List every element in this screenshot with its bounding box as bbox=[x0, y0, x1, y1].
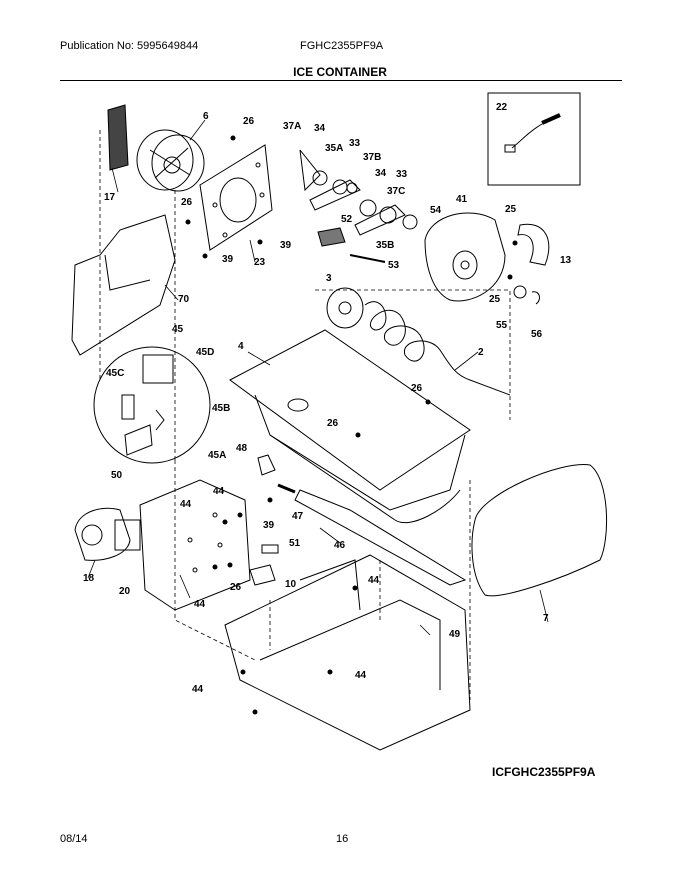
part-callout-45b: 45B bbox=[212, 403, 230, 414]
part-22-inset-box bbox=[487, 92, 581, 186]
part-callout-53: 53 bbox=[388, 260, 400, 271]
ice-bucket-4 bbox=[229, 329, 471, 524]
part-callout-33: 33 bbox=[396, 169, 408, 180]
part-callout-13: 13 bbox=[560, 255, 572, 266]
part-callout-37a: 37A bbox=[283, 121, 301, 132]
part-callout-34: 34 bbox=[314, 123, 326, 134]
part-callout-26: 26 bbox=[230, 582, 242, 593]
part-callout-6: 6 bbox=[203, 111, 209, 122]
part-callout-45d: 45D bbox=[196, 347, 214, 358]
part-callout-35b: 35B bbox=[376, 240, 394, 251]
header-rule bbox=[60, 80, 622, 81]
part-callout-51: 51 bbox=[289, 538, 301, 549]
ring-55 bbox=[513, 285, 527, 299]
part-callout-3: 3 bbox=[326, 273, 332, 284]
bracket-70 bbox=[71, 214, 176, 356]
part-callout-26: 26 bbox=[327, 418, 339, 429]
wire-harness-drawing bbox=[504, 113, 561, 153]
part-callout-22: 22 bbox=[496, 102, 508, 113]
part-callout-56: 56 bbox=[531, 329, 543, 340]
part-callout-39: 39 bbox=[263, 520, 275, 531]
part-callout-35a: 35A bbox=[325, 143, 343, 154]
part-callout-26: 26 bbox=[411, 383, 423, 394]
part-callout-26: 26 bbox=[243, 116, 255, 127]
part-callout-45c: 45C bbox=[106, 368, 124, 379]
publication-number: Publication No: 5995649844 bbox=[60, 40, 199, 52]
part-callout-48: 48 bbox=[236, 443, 248, 454]
part-callout-52: 52 bbox=[341, 214, 353, 225]
part-callout-26: 26 bbox=[181, 197, 193, 208]
solenoid-45-detail bbox=[93, 346, 211, 464]
part-callout-45a: 45A bbox=[208, 450, 226, 461]
bucket-door-7 bbox=[471, 464, 607, 597]
part-callout-41: 41 bbox=[456, 194, 468, 205]
part-callout-39: 39 bbox=[280, 240, 292, 251]
shaft-52 bbox=[317, 227, 386, 263]
page-title: ICE CONTAINER bbox=[293, 65, 387, 79]
part-callout-37c: 37C bbox=[387, 186, 405, 197]
part-callout-7: 7 bbox=[543, 613, 549, 624]
part-callout-70: 70 bbox=[178, 294, 190, 305]
model-number: FGHC2355PF9A bbox=[300, 40, 384, 52]
motor-18 bbox=[74, 507, 141, 561]
part-callout-44: 44 bbox=[192, 684, 204, 695]
part-callout-20: 20 bbox=[119, 586, 131, 597]
assembly-dashed-lines bbox=[99, 130, 511, 700]
part-callout-44: 44 bbox=[194, 599, 206, 610]
part-callout-18: 18 bbox=[83, 573, 95, 584]
part-callout-25: 25 bbox=[505, 204, 517, 215]
part-callout-45: 45 bbox=[172, 324, 184, 335]
part-callout-44: 44 bbox=[213, 486, 225, 497]
part-callout-39: 39 bbox=[222, 254, 234, 265]
part-callout-49: 49 bbox=[449, 629, 461, 640]
rod-46 bbox=[294, 489, 467, 586]
page-number: 16 bbox=[336, 833, 349, 845]
gear-assembly-37 bbox=[299, 149, 418, 236]
part-callout-2: 2 bbox=[478, 347, 484, 358]
shelf-49 bbox=[224, 554, 471, 751]
part-callout-34: 34 bbox=[375, 168, 387, 179]
auger-6 bbox=[136, 129, 205, 192]
deflector-13 bbox=[517, 223, 550, 266]
part-callout-10: 10 bbox=[285, 579, 297, 590]
disc-3 bbox=[326, 287, 364, 329]
footer-date: 08/14 bbox=[60, 833, 88, 845]
motor-mount-20 bbox=[139, 479, 251, 611]
bracket-48 bbox=[257, 454, 296, 494]
switch-51 bbox=[261, 544, 279, 554]
part-callout-46: 46 bbox=[334, 540, 346, 551]
screen-17 bbox=[107, 104, 129, 171]
part-callout-23: 23 bbox=[254, 257, 266, 268]
bracket-23 bbox=[199, 144, 273, 251]
diagram-code: ICFGHC2355PF9A bbox=[492, 765, 596, 779]
part-callout-25: 25 bbox=[489, 294, 501, 305]
part-callout-50: 50 bbox=[111, 470, 123, 481]
part-callout-44: 44 bbox=[355, 670, 367, 681]
part-callout-4: 4 bbox=[238, 341, 244, 352]
part-callout-44: 44 bbox=[180, 499, 192, 510]
auger-spring-2 bbox=[364, 301, 511, 396]
actuator-10 bbox=[249, 564, 276, 586]
part-callout-33: 33 bbox=[349, 138, 361, 149]
leader-lines bbox=[87, 119, 549, 636]
part-callout-54: 54 bbox=[430, 205, 442, 216]
clip-56 bbox=[531, 291, 540, 305]
part-callout-44: 44 bbox=[368, 575, 380, 586]
housing-41 bbox=[424, 212, 506, 302]
part-callout-17: 17 bbox=[104, 192, 116, 203]
part-callout-55: 55 bbox=[496, 320, 508, 331]
part-callout-47: 47 bbox=[292, 511, 304, 522]
fasteners bbox=[185, 135, 518, 715]
part-callout-37b: 37B bbox=[363, 152, 381, 163]
